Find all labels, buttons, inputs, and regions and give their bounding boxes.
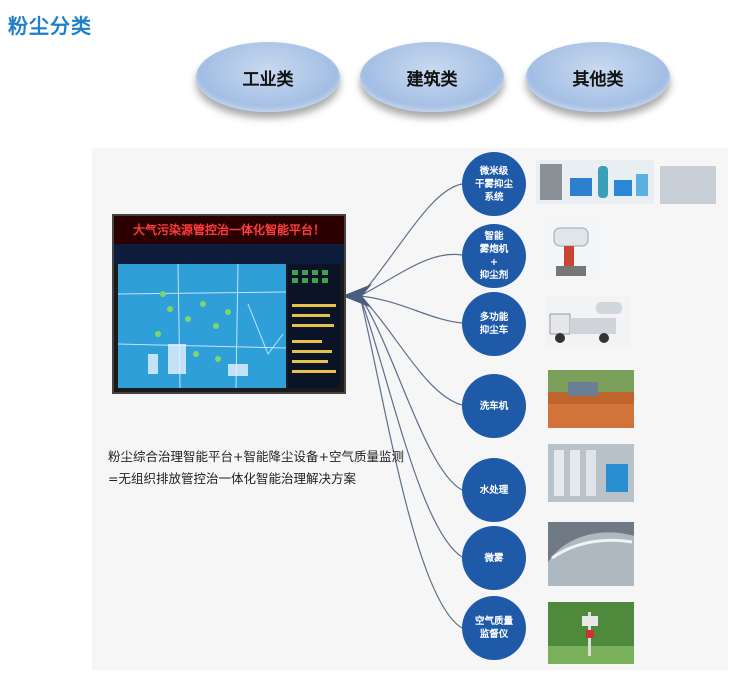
- connector-line-1: [359, 183, 463, 297]
- photo-dry-fog-equipment: [536, 160, 654, 204]
- connector-line-2: [359, 253, 463, 297]
- photo-dust-truck: [546, 296, 630, 348]
- photo-micro-mist: [548, 522, 634, 586]
- node-dust-truck[interactable]: 多功能 抑尘车: [462, 292, 526, 356]
- photo-fog-cannon: [546, 220, 600, 280]
- photo-spray-nozzles: [660, 166, 716, 204]
- category-other-button[interactable]: 其他类: [526, 42, 670, 112]
- photo-water-treatment: [548, 444, 634, 502]
- platform-screen-image: 大气污染源管控治一体化智能平台！: [112, 214, 346, 394]
- connector-line-5: [359, 295, 463, 491]
- connector-line-3: [359, 295, 463, 324]
- screen-side-panel: [288, 264, 340, 388]
- node-air-monitor[interactable]: 空气质量 监督仪: [462, 596, 526, 660]
- solution-caption: 粉尘综合治理智能平台+智能降尘设备+空气质量监测 =无组织排放管控治一体化智能治…: [108, 446, 404, 490]
- node-micro-mist[interactable]: 微雾: [462, 526, 526, 590]
- arrow-head-icon: [342, 284, 372, 308]
- side-panel-graphic: [292, 270, 336, 373]
- connector-line-4: [359, 295, 463, 406]
- node-dry-fog-system[interactable]: 微米级 干雾抑尘 系统: [462, 152, 526, 216]
- page-title: 粉尘分类: [8, 14, 92, 38]
- node-water-treatment[interactable]: 水处理: [462, 458, 526, 522]
- screen-title: 大气污染源管控治一体化智能平台！: [114, 216, 344, 244]
- screen-header-bar: [114, 244, 344, 264]
- photo-air-monitor: [548, 602, 634, 664]
- map-graphic: [117, 263, 287, 389]
- node-car-washer[interactable]: 洗车机: [462, 374, 526, 438]
- category-industrial-button[interactable]: 工业类: [196, 42, 340, 112]
- connector-line-7: [359, 295, 463, 629]
- screen-map: [117, 263, 287, 389]
- caption-line-2: =无组织排放管控治一体化智能治理解决方案: [108, 471, 356, 486]
- node-fog-cannon[interactable]: 智能 雾炮机 + 抑尘剂: [462, 224, 526, 288]
- caption-line-1: 粉尘综合治理智能平台+智能降尘设备+空气质量监测: [108, 449, 404, 464]
- photo-car-washer: [548, 370, 634, 428]
- category-construction-button[interactable]: 建筑类: [360, 42, 504, 112]
- connector-line-6: [359, 295, 463, 558]
